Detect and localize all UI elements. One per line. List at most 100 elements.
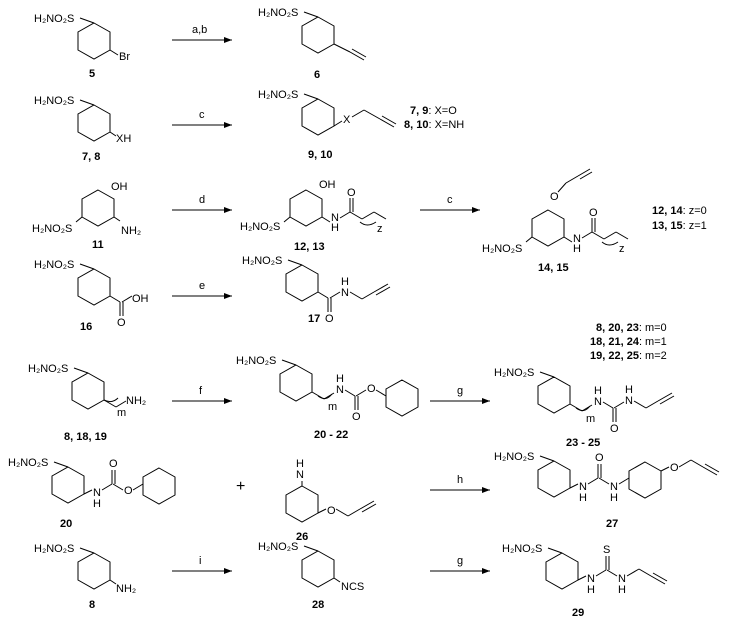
n-label: N: [331, 212, 339, 224]
s-bond: [303, 545, 319, 552]
n-label: N: [336, 384, 344, 396]
nh2-label: NH₂: [116, 583, 136, 595]
o-label: O: [550, 191, 559, 203]
s-bond: [303, 11, 319, 18]
o-label: O: [610, 423, 619, 435]
m-label: m: [328, 401, 337, 413]
n-label: N: [296, 469, 304, 481]
z-label: z: [377, 223, 383, 235]
benzene-ring: [628, 461, 662, 499]
compound-number: 11: [92, 239, 104, 251]
o-label: O: [595, 452, 604, 464]
sulfonamide-label: H₂NO₂S: [8, 457, 48, 469]
compound-27: H₂NO₂S N H O N H O 27: [494, 451, 720, 530]
alkyne-bond: [690, 459, 704, 468]
oh-label: OH: [319, 179, 336, 191]
amide-bond: [581, 231, 593, 239]
ch2-bond: [678, 459, 692, 468]
o-label: O: [352, 411, 361, 423]
ester-bond: [112, 483, 124, 491]
alkyne-bond: [379, 118, 395, 128]
phenyl-bond: [132, 483, 144, 491]
benzene-ring: [301, 98, 335, 136]
o-label: O: [367, 383, 376, 395]
chain-bond: [591, 231, 605, 240]
compound-number: 6: [314, 69, 320, 81]
s-bond: [281, 359, 297, 366]
o-label: O: [117, 317, 126, 329]
o-label: O: [347, 187, 356, 199]
h-label: H: [331, 222, 339, 234]
oh-label: OH: [111, 181, 128, 193]
alkyne-bond: [704, 463, 720, 473]
compound-12-13: OH H₂NO₂S H N O z 12, 13: [240, 179, 387, 253]
chain-bond: [103, 399, 117, 408]
compound-number: 9, 10: [308, 149, 332, 161]
s-bond: [79, 99, 95, 106]
chain-bond: [323, 392, 335, 400]
urea-bond: [587, 477, 599, 485]
sulfonamide-label: H₂NO₂S: [242, 255, 282, 267]
compound-6: H₂NO₂S 6: [258, 7, 367, 81]
ch2-bond: [335, 508, 349, 517]
oh-label: OH: [132, 293, 149, 305]
benzene-ring: [537, 460, 571, 498]
n-label: N: [625, 395, 633, 407]
s-bond: [79, 263, 95, 270]
phenyl-ring: [385, 379, 419, 417]
h-label: H: [594, 385, 602, 397]
bracket: [359, 221, 377, 226]
compound-number: 29: [572, 607, 584, 619]
alkyne-bond: [347, 508, 361, 517]
compound-16: H₂NO₂S O OH 16: [34, 259, 149, 333]
s-bond: [525, 236, 533, 243]
n-label: N: [594, 396, 602, 408]
s-bond: [303, 93, 319, 100]
compound-number: 26: [296, 531, 308, 543]
sulfonamide-label: H₂NO₂S: [240, 221, 280, 233]
ch2-bond: [633, 400, 647, 409]
h-label: H: [610, 492, 618, 504]
reagent-label: f: [199, 385, 203, 397]
reagent-label: a,b: [192, 24, 207, 36]
compound-number: 16: [80, 321, 92, 333]
sulfonamide-label: H₂NO₂S: [494, 451, 534, 463]
nh-bond: [83, 489, 93, 495]
sulfonamide-label: H₂NO₂S: [32, 223, 72, 235]
compound-28: H₂NO₂S NCS 28: [258, 541, 364, 611]
s-bond: [73, 367, 89, 374]
sulfonamide-label: H₂NO₂S: [34, 95, 74, 107]
s-bond: [79, 17, 95, 24]
alkyne-bond: [650, 575, 666, 585]
benzene-ring: [77, 268, 111, 306]
compound-11: OH NH₂ H₂NO₂S 11: [32, 181, 141, 251]
phenyl-bond: [375, 389, 387, 397]
chain-bond: [373, 211, 387, 220]
compound-number: 17: [308, 313, 320, 325]
compound-26: H N O 26: [285, 458, 377, 543]
nh-bond: [321, 216, 331, 223]
alkyne-bond: [373, 283, 389, 293]
reagent-label: i: [199, 555, 201, 567]
alkyne-bond: [659, 395, 675, 405]
reagent-label: g: [457, 385, 463, 397]
sulfonamide-label: H₂NO₂S: [34, 259, 74, 271]
n-label: N: [587, 573, 595, 585]
compound-number: 8: [89, 599, 95, 611]
n-label: N: [610, 481, 618, 493]
o-label: O: [124, 485, 133, 497]
h-label: H: [296, 458, 304, 470]
propargyl-bond: [565, 175, 579, 184]
urea-bond: [602, 401, 614, 409]
reagent-label: c: [447, 194, 453, 206]
plus-sign: +: [236, 478, 245, 495]
x-bond: [333, 120, 343, 127]
note-z0: 12, 14: z=0: [652, 205, 707, 217]
note-m1: 18, 21, 24: m=1: [590, 336, 667, 348]
aryl-bond: [618, 477, 630, 485]
sulfonamide-label: H₂NO₂S: [258, 7, 298, 19]
compound-9-10: H₂NO₂S X 9, 10: [258, 89, 397, 161]
compound-5: H₂NO₂S Br 5: [34, 13, 130, 80]
note-z1: 13, 15: z=1: [652, 220, 707, 232]
